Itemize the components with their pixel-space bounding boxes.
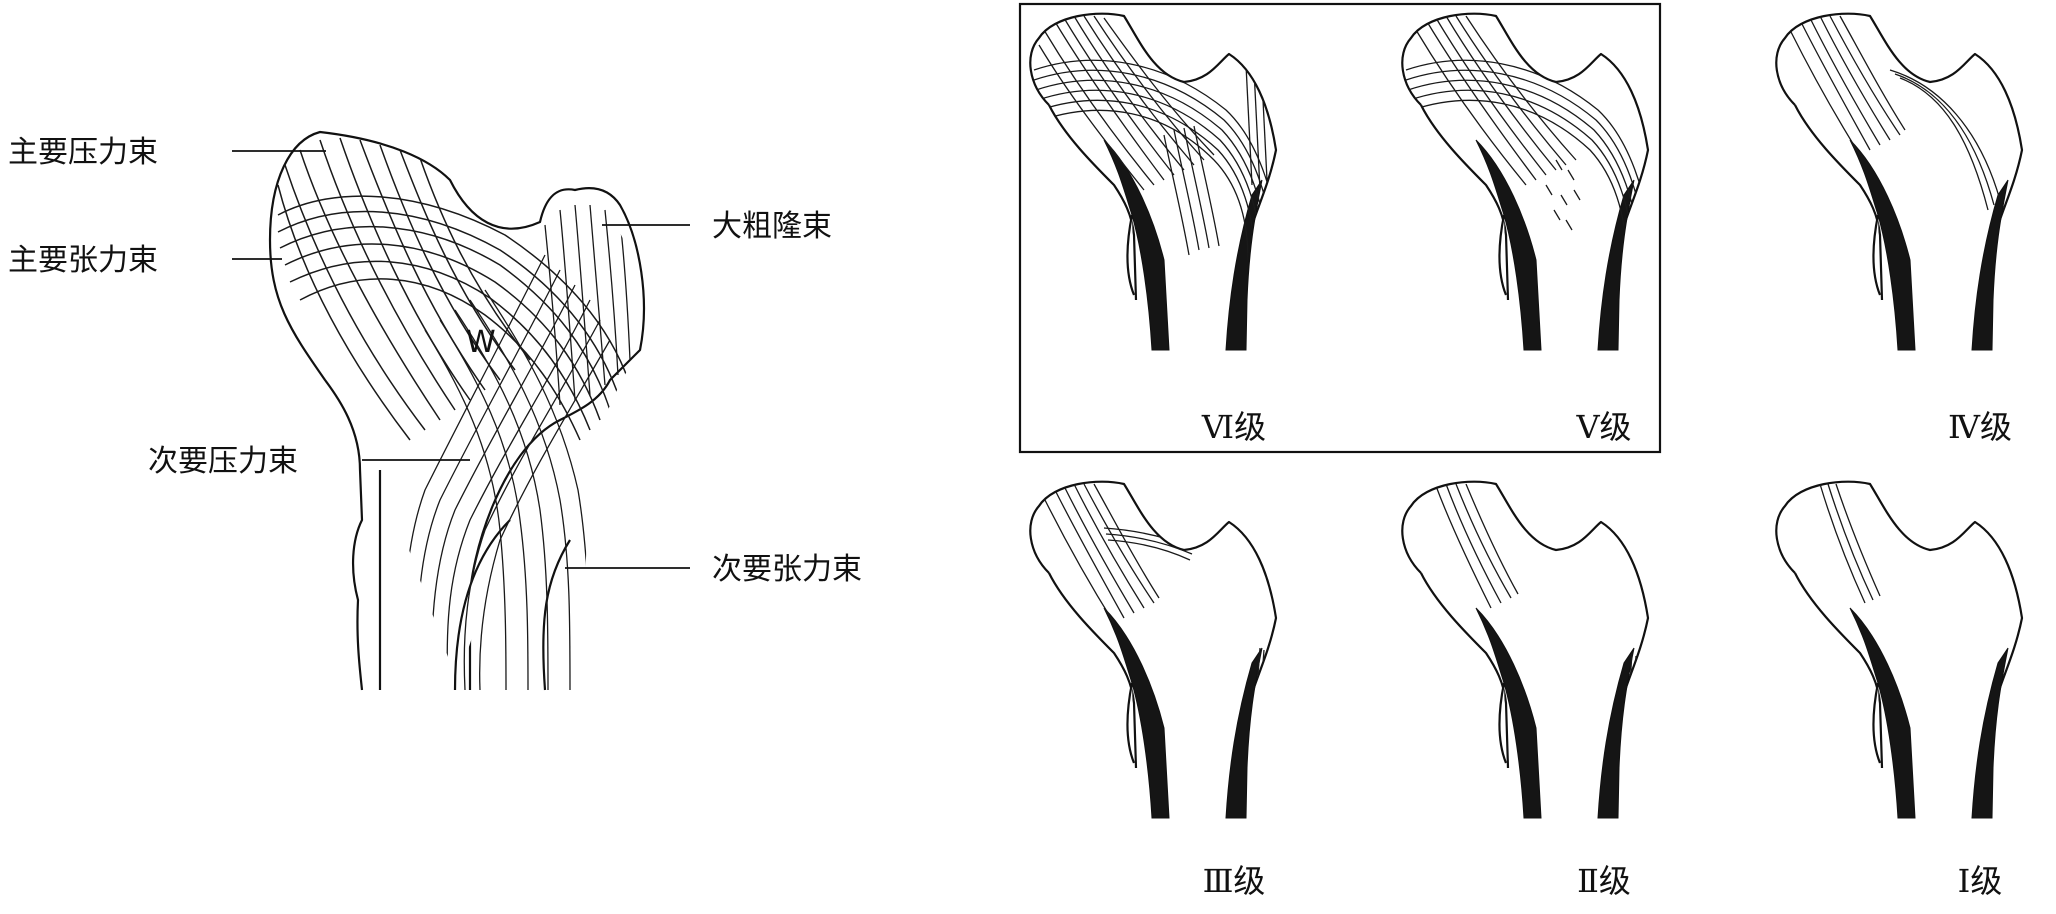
femur-drawing	[1029, 480, 1278, 820]
femur-drawing	[1401, 12, 1650, 352]
grade-ii-panel: Ⅱ级	[1401, 480, 1650, 900]
grade-label: Ⅲ级	[1203, 862, 1266, 900]
label-secondary-tensile: 次要张力束	[565, 552, 862, 587]
label-greater-trochanter: 大粗隆束	[602, 209, 832, 244]
ward-triangle-mark: W	[466, 325, 496, 360]
label-secondary-compressive: 次要压力束	[148, 444, 470, 479]
primary-tensile-lines	[277, 195, 631, 441]
grade-v-vi-frame	[1018, 2, 1662, 454]
label-text: 主要张力束	[8, 243, 158, 278]
medullary-line-lateral	[542, 539, 571, 691]
femur-trabecular-figure: W 主要压力束 主要张力束 大粗隆束 次要压力束 次要张力束	[8, 130, 862, 691]
label-text: 次要压力束	[148, 444, 298, 479]
grade-i-panel: Ⅰ级	[1775, 480, 2024, 900]
femur-outline	[268, 130, 645, 691]
grade-iii-panel: Ⅲ级	[1029, 480, 1278, 900]
grade-label: Ⅳ级	[1948, 408, 2012, 446]
grade-label: Ⅱ级	[1577, 862, 1631, 900]
trabecular-lines	[1405, 15, 1648, 256]
label-text: 次要张力束	[712, 552, 862, 587]
femur-drawing	[1775, 480, 2024, 820]
femur-drawing	[1029, 12, 1278, 352]
label-text: 主要压力束	[8, 135, 158, 170]
trabecular-lines	[1789, 15, 2001, 211]
medullary-line-medial	[453, 519, 511, 691]
trabecular-lines	[1033, 15, 1276, 261]
label-primary-tensile: 主要张力束	[8, 243, 282, 278]
grade-label: Ⅴ级	[1575, 408, 1631, 446]
label-primary-compressive: 主要压力束	[8, 135, 326, 170]
grade-v-panel: Ⅴ级	[1401, 12, 1650, 446]
grade-label: Ⅵ级	[1201, 408, 1266, 446]
label-text: 大粗隆束	[712, 209, 832, 244]
grade-label: Ⅰ级	[1958, 862, 2003, 900]
trabecular-lines	[1819, 483, 1881, 604]
grade-iv-panel: Ⅳ级	[1775, 12, 2024, 446]
femur-drawing	[1401, 480, 1650, 820]
grade-vi-panel: Ⅵ级	[1029, 12, 1278, 446]
trabecular-bundles	[277, 137, 631, 690]
femur-drawing	[1775, 12, 2024, 352]
